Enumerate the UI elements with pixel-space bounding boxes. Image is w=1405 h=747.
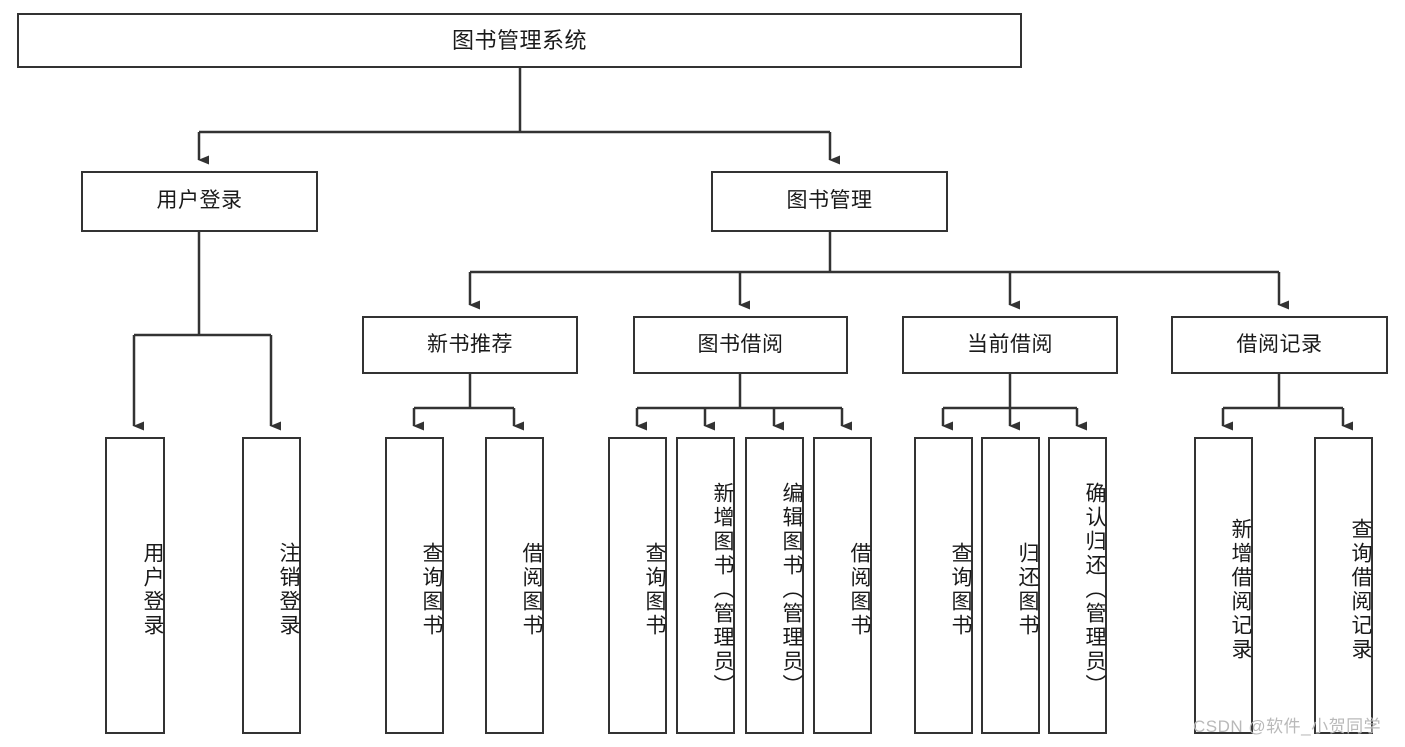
node-root-book-management-system[interactable]: 图书管理系统 bbox=[17, 13, 1022, 68]
leaf-query-book-current[interactable]: 查询图书 bbox=[914, 437, 973, 734]
leaf-borrow-book[interactable]: 借阅图书 bbox=[813, 437, 872, 734]
leaf-query-book-recommend[interactable]: 查询图书 bbox=[385, 437, 444, 734]
leaf-borrow-book-recommend[interactable]: 借阅图书 bbox=[485, 437, 544, 734]
leaf-confirm-return-admin[interactable]: 确认归还（管理员） bbox=[1048, 437, 1107, 734]
leaf-query-book-borrow[interactable]: 查询图书 bbox=[608, 437, 667, 734]
watermark-text: CSDN @软件_小贺同学 bbox=[1193, 717, 1382, 736]
leaf-add-borrow-record[interactable]: 新增借阅记录 bbox=[1194, 437, 1253, 734]
node-borrow-record[interactable]: 借阅记录 bbox=[1171, 316, 1388, 374]
leaf-query-borrow-record[interactable]: 查询借阅记录 bbox=[1314, 437, 1373, 734]
node-book-borrow[interactable]: 图书借阅 bbox=[633, 316, 848, 374]
node-new-book-recommend[interactable]: 新书推荐 bbox=[362, 316, 578, 374]
leaf-return-book[interactable]: 归还图书 bbox=[981, 437, 1040, 734]
leaf-user-login[interactable]: 用户登录 bbox=[105, 437, 165, 734]
leaf-edit-book-admin[interactable]: 编辑图书（管理员） bbox=[745, 437, 804, 734]
leaf-logout[interactable]: 注销登录 bbox=[242, 437, 301, 734]
leaf-add-book-admin[interactable]: 新增图书（管理员） bbox=[676, 437, 735, 734]
node-current-borrow[interactable]: 当前借阅 bbox=[902, 316, 1118, 374]
node-book-management[interactable]: 图书管理 bbox=[711, 171, 948, 232]
node-user-login[interactable]: 用户登录 bbox=[81, 171, 318, 232]
